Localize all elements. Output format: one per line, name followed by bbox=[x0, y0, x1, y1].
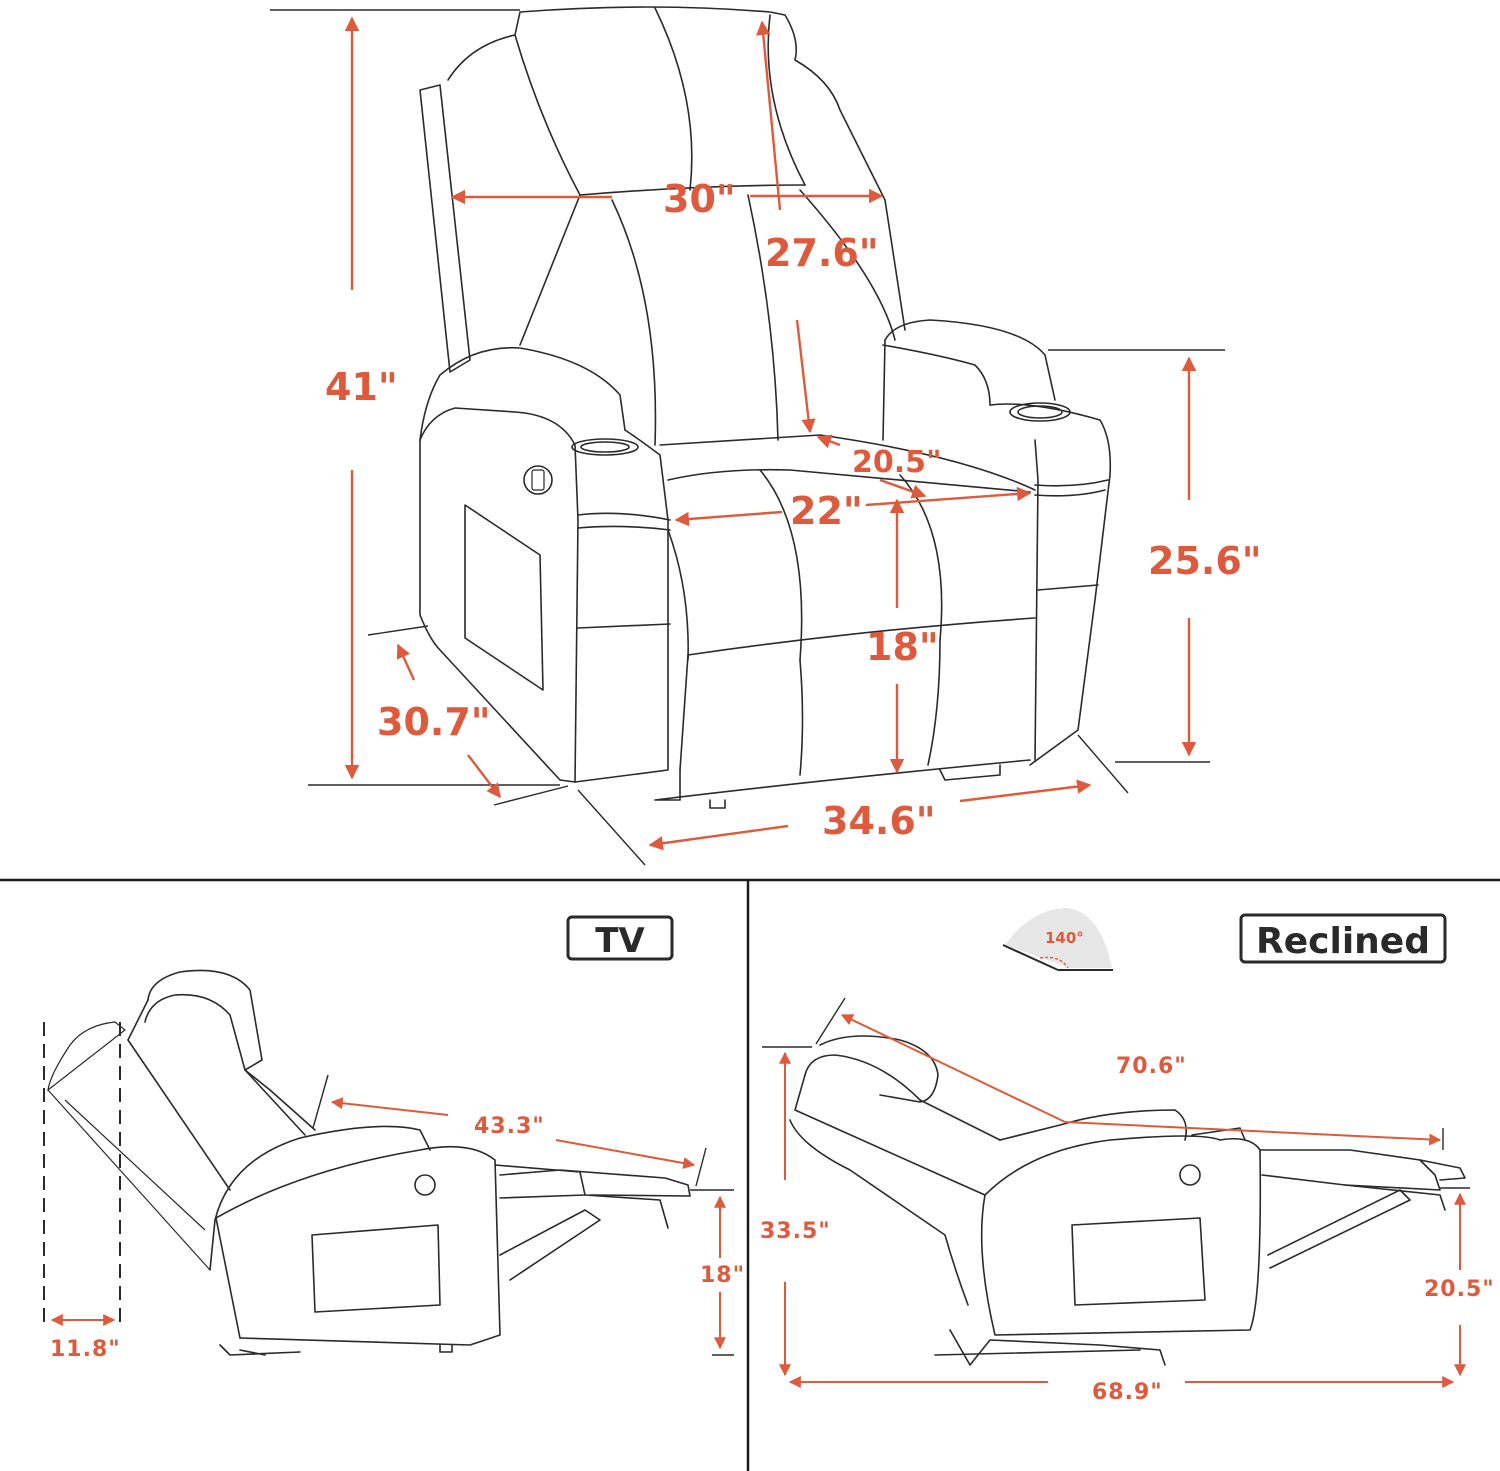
reclined-footrest-height-label: 20.5" bbox=[1424, 1277, 1495, 1302]
overall-height-label: 41" bbox=[325, 365, 398, 409]
back-width-label: 30" bbox=[663, 177, 736, 221]
overall-width-label: 34.6" bbox=[822, 799, 936, 843]
reclined-height-label: 33.5" bbox=[760, 1219, 831, 1244]
front-view-chair bbox=[419, 6, 1112, 809]
front-view-dimensions bbox=[270, 9, 1225, 866]
reclined-length-label: 70.6" bbox=[1116, 1054, 1187, 1079]
tv-title-box bbox=[566, 915, 674, 961]
arm-height-label: 25.6" bbox=[1148, 539, 1262, 583]
seat-depth-label: 20.5" bbox=[852, 445, 942, 480]
tv-title: TV bbox=[595, 921, 645, 961]
tv-position-chair bbox=[127, 969, 691, 1356]
tv-footrest-height-label: 18" bbox=[700, 1263, 745, 1288]
reclined-chair bbox=[789, 1035, 1466, 1366]
tv-wall-clearance-label: 11.8" bbox=[50, 1337, 121, 1362]
seat-width-label: 22" bbox=[790, 489, 863, 533]
reclined-title: Reclined bbox=[1256, 921, 1430, 962]
reclined-title-box bbox=[1239, 913, 1447, 964]
overall-depth-label: 30.7" bbox=[377, 700, 491, 744]
recline-angle-icon: 140° bbox=[1002, 908, 1113, 971]
front-view-labels: 41" 30" 27.6" 20.5" 22" 18" 25.6" 30.7" … bbox=[325, 177, 1262, 843]
reclined-panel: Reclined 140° bbox=[760, 908, 1495, 1405]
tv-panel: TV bbox=[43, 915, 745, 1362]
recline-angle-label: 140° bbox=[1045, 929, 1084, 947]
seat-height-label: 18" bbox=[866, 625, 939, 669]
backrest-height-label: 27.6" bbox=[765, 231, 879, 275]
tv-length-label: 43.3" bbox=[474, 1114, 545, 1139]
reclined-floor-length-label: 68.9" bbox=[1092, 1380, 1163, 1405]
